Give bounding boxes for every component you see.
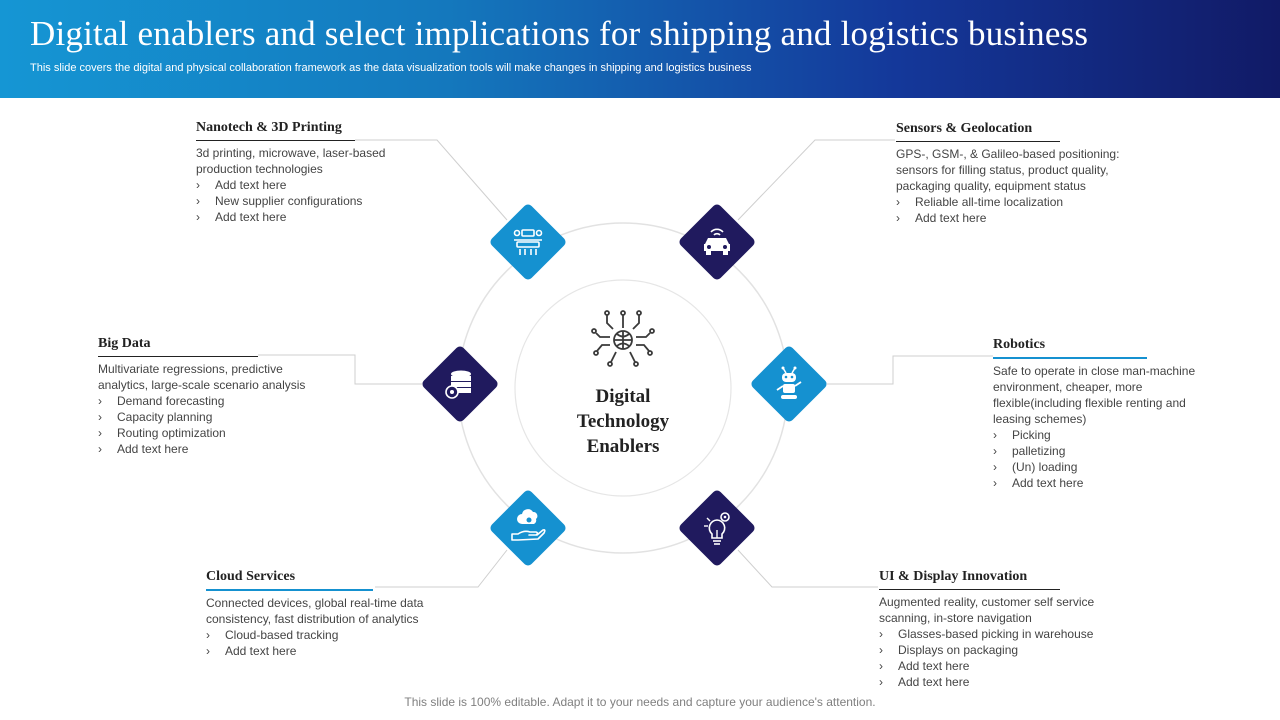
block-title: Robotics — [993, 337, 1046, 352]
robotics-node — [751, 346, 827, 422]
nanotech-node — [490, 204, 566, 280]
bullet-list: Reliable all-time localization Add text … — [896, 194, 1151, 226]
cloud-block: Cloud Services Connected devices, global… — [206, 568, 456, 659]
block-title: Big Data — [98, 336, 151, 351]
sensors-block: Sensors & Geolocation GPS-, GSM-, & Gali… — [896, 120, 1151, 226]
block-description: Multivariate regressions, predictive ana… — [98, 362, 306, 392]
center-label-line: Technology — [576, 411, 670, 432]
ui-diamond — [679, 490, 755, 566]
cloud-diamond — [490, 490, 566, 566]
connector-bigdata — [258, 354, 422, 385]
bullet-list: Glasses-based picking in warehouse Displ… — [879, 626, 1129, 690]
robotics-block: Robotics Safe to operate in close man-ma… — [993, 336, 1219, 491]
header-banner: Digital enablers and select implications… — [0, 0, 1280, 98]
block-title: UI & Display Innovation — [879, 569, 1028, 584]
block-description: Connected devices, global real-time data… — [206, 596, 424, 626]
list-item: Cloud-based tracking — [206, 627, 456, 643]
block-title: Nanotech & 3D Printing — [196, 120, 342, 135]
ui-node — [679, 490, 755, 566]
list-item: Capacity planning — [98, 409, 333, 425]
page-subtitle: This slide covers the digital and physic… — [30, 62, 752, 74]
list-item: Picking — [993, 427, 1219, 443]
connector-cloud — [375, 549, 508, 588]
bigdata-node — [422, 346, 498, 422]
block-description: GPS-, GSM-, & Galileo-based positioning:… — [896, 147, 1120, 193]
list-item: Reliable all-time localization — [896, 194, 1151, 210]
center-label-line: Enablers — [586, 436, 660, 457]
title-underline — [879, 589, 1060, 590]
cloud-node — [490, 490, 566, 566]
list-item: palletizing — [993, 443, 1219, 459]
list-item: Add text here — [206, 643, 456, 659]
connector-sensors — [737, 139, 895, 221]
connector-lines — [258, 139, 993, 588]
block-description: 3d printing, microwave, laser-based prod… — [196, 146, 386, 176]
list-item: Glasses-based picking in warehouse — [879, 626, 1129, 642]
list-item: New supplier configurations — [196, 193, 411, 209]
list-item: Add text here — [993, 475, 1219, 491]
list-item: Add text here — [98, 441, 333, 457]
ui-block: UI & Display Innovation Augmented realit… — [879, 568, 1129, 690]
block-title: Sensors & Geolocation — [896, 121, 1033, 136]
list-item: Add text here — [879, 674, 1129, 690]
connector-ui — [737, 549, 878, 588]
list-item: Add text here — [879, 658, 1129, 674]
list-item: (Un) loading — [993, 459, 1219, 475]
center-label-line: Digital — [595, 386, 651, 407]
circuit-globe-icon — [591, 310, 655, 367]
block-description: Augmented reality, customer self service… — [879, 595, 1095, 625]
list-item: Add text here — [196, 177, 411, 193]
title-underline — [993, 357, 1147, 359]
3d-printer-icon — [513, 229, 543, 255]
bullet-list: Demand forecasting Capacity planning Rou… — [98, 393, 333, 457]
title-underline — [98, 356, 258, 357]
bigdata-block: Big Data Multivariate regressions, predi… — [98, 335, 333, 457]
connector-nanotech — [355, 139, 508, 221]
sensors-node — [679, 204, 755, 280]
robot-icon — [776, 366, 802, 399]
bullet-list: Add text here New supplier configuration… — [196, 177, 411, 225]
bullet-list: Cloud-based tracking Add text here — [206, 627, 456, 659]
title-underline — [896, 141, 1060, 142]
database-gear-icon — [445, 370, 471, 399]
block-title: Cloud Services — [206, 569, 296, 584]
bullet-list: Picking palletizing (Un) loading Add tex… — [993, 427, 1219, 491]
connector-robotics — [827, 355, 993, 385]
list-item: Demand forecasting — [98, 393, 333, 409]
idea-bulb-icon — [704, 512, 730, 545]
list-item: Add text here — [896, 210, 1151, 226]
inner-ring — [514, 279, 732, 497]
connected-car-icon — [704, 228, 730, 255]
cloud-hand-icon — [511, 509, 546, 541]
center-label: Digital Technology Enablers — [552, 384, 694, 459]
nanotech-block: Nanotech & 3D Printing 3d printing, micr… — [196, 119, 411, 225]
list-item: Displays on packaging — [879, 642, 1129, 658]
title-underline — [196, 140, 355, 141]
title-underline — [206, 589, 373, 591]
list-item: Add text here — [196, 209, 411, 225]
list-item: Routing optimization — [98, 425, 333, 441]
block-description: Safe to operate in close man-machine env… — [993, 364, 1196, 426]
page-title: Digital enablers and select implications… — [30, 14, 1089, 53]
footer-note: This slide is 100% editable. Adapt it to… — [404, 695, 876, 709]
